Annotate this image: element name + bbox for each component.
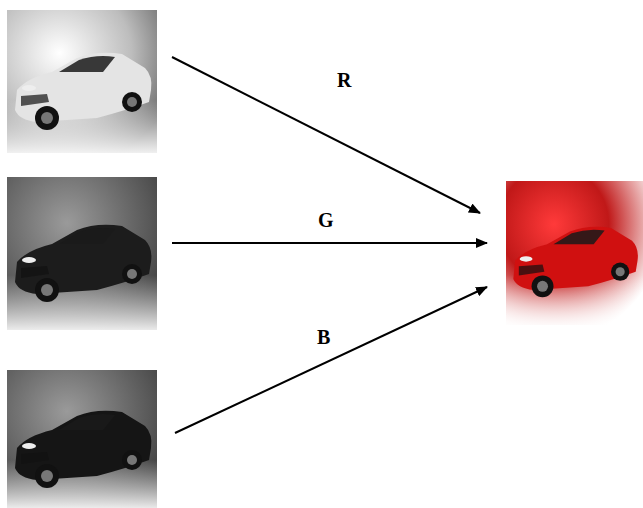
green-channel-image	[7, 177, 157, 330]
channel-label: R	[337, 70, 351, 90]
channel-arrow	[172, 57, 480, 213]
channel-arrow	[172, 242, 487, 244]
channel-label: B	[317, 327, 330, 347]
color-result-image	[506, 181, 643, 325]
red-channel-image	[7, 10, 157, 153]
blue-channel-image	[7, 370, 157, 508]
channel-label: G	[318, 210, 334, 230]
channel-arrow	[175, 287, 487, 433]
